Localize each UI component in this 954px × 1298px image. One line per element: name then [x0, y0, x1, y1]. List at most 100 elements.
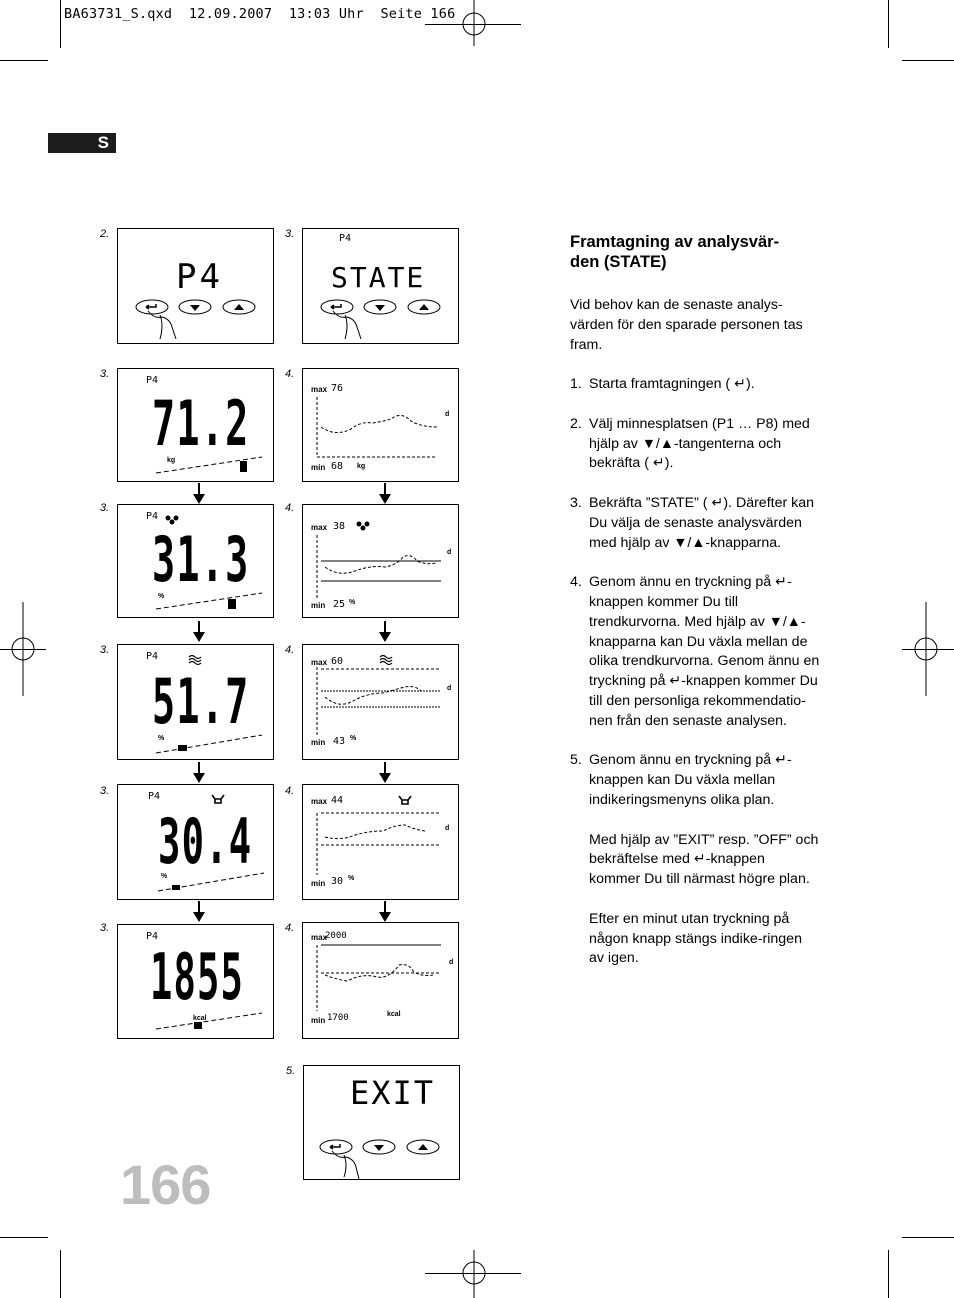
- value-panel-muscle: P4 30.4 %: [117, 784, 274, 900]
- memory-label: P4: [146, 375, 159, 386]
- fat-icon: [356, 521, 370, 531]
- trend-panel-water: max 60 min 43 % d: [302, 644, 459, 760]
- min-value: 68: [331, 461, 344, 472]
- unit-label: %: [348, 875, 355, 882]
- trend-curve: [316, 667, 441, 735]
- min-value: 1700: [327, 1013, 349, 1023]
- unit-label: %: [161, 873, 168, 880]
- measured-value: 31.3: [152, 523, 250, 596]
- max-label: max: [311, 523, 328, 532]
- trend-curve: [316, 535, 441, 599]
- value-panel-kcal: P4 1855 kcal: [117, 924, 274, 1039]
- extra-paragraph: Med hjälp av ”EXIT” resp. ”OFF” och bekr…: [589, 831, 819, 888]
- min-label: min: [311, 1016, 326, 1025]
- memory-label: P4: [339, 233, 352, 244]
- unit-label: kg: [167, 457, 176, 464]
- memory-label: P4: [146, 651, 159, 662]
- memory-label: P4: [146, 511, 159, 522]
- scale-buttons: [135, 299, 256, 340]
- max-label: max: [311, 385, 328, 394]
- language-tab: S: [48, 133, 116, 153]
- progress-indicator: [155, 456, 263, 474]
- unit-label: %: [349, 599, 356, 606]
- progress-indicator: [155, 734, 263, 754]
- measured-value: 1855: [150, 941, 245, 1015]
- trend-panel-weight: max 76 min 68 kg d: [302, 368, 459, 482]
- max-label: max: [311, 658, 328, 667]
- fat-icon: [165, 515, 179, 525]
- axis-label: d: [447, 549, 452, 556]
- list-item: 5.Genom ännu en tryckning på ↵-knappen k…: [570, 752, 792, 808]
- min-value: 43: [333, 736, 346, 747]
- display-panel-exit: EXIT: [303, 1065, 460, 1180]
- max-value: 2000: [325, 931, 347, 941]
- step-number: 4.: [285, 785, 295, 797]
- muscle-icon: [211, 794, 225, 804]
- display-panel-state: P4 STATE: [302, 228, 459, 344]
- trend-panel-fat: max 38 min 25 % d: [302, 504, 459, 618]
- min-label: min: [311, 601, 326, 610]
- axis-label: d: [445, 825, 450, 832]
- list-item: 4.Genom ännu en tryckning på ↵-knappen k…: [570, 574, 820, 729]
- step-number: 3.: [285, 228, 295, 240]
- step-number: 3.: [100, 785, 110, 797]
- heading-line-1: Framtagning av analysvär-: [570, 233, 780, 251]
- memory-label: P4: [148, 791, 161, 802]
- unit-label: %: [158, 735, 165, 742]
- memory-label: P4: [146, 931, 159, 942]
- measured-value: 30.4: [158, 805, 253, 878]
- step-number: 4.: [285, 502, 295, 514]
- min-label: min: [311, 738, 326, 747]
- step-number: 4.: [285, 922, 295, 934]
- trend-panel-muscle: max 44 min 30 % d: [302, 784, 459, 900]
- extra-paragraph: Efter en minut utan tryckning på någon k…: [589, 910, 802, 967]
- display-text: STATE: [331, 261, 426, 294]
- water-icon: [188, 654, 202, 666]
- display-text: EXIT: [350, 1074, 436, 1112]
- max-label: max: [311, 797, 328, 806]
- instructions-column: Framtagning av analysvär- den (STATE) Vi…: [570, 232, 820, 989]
- scale-buttons: [320, 299, 441, 340]
- unit-label: kg: [357, 463, 366, 470]
- display-text: P4: [176, 257, 223, 297]
- step-number: 2.: [100, 228, 110, 240]
- language-code: S: [97, 133, 109, 152]
- progress-indicator: [157, 872, 265, 892]
- step-number: 3.: [100, 502, 110, 514]
- trend-panel-kcal: max 2000 min 1700 kcal d: [302, 922, 459, 1039]
- unit-label: kcal: [387, 1011, 401, 1018]
- min-value: 30: [331, 876, 344, 887]
- value-panel-weight: P4 71.2 kg: [117, 368, 274, 482]
- intro-paragraph: Vid behov kan de senaste analys-värden f…: [570, 297, 803, 353]
- max-value: 38: [333, 521, 346, 532]
- trend-curve: [316, 397, 438, 458]
- step-number: 3.: [100, 922, 110, 934]
- water-icon: [379, 654, 393, 666]
- axis-label: d: [445, 411, 450, 418]
- unit-label: %: [158, 593, 165, 600]
- min-value: 25: [333, 599, 346, 610]
- heading-line-2: den (STATE): [570, 253, 667, 271]
- section-heading: Framtagning av analysvär- den (STATE): [570, 232, 820, 272]
- trend-curve: [316, 944, 441, 1011]
- list-item: 2.Välj minnesplatsen (P1 … P8) med hjälp…: [570, 415, 810, 472]
- max-label: max: [311, 933, 328, 942]
- trend-curve: [316, 812, 439, 875]
- axis-label: d: [447, 685, 452, 692]
- step-number: 5.: [286, 1065, 296, 1077]
- step-number: 4.: [285, 368, 295, 380]
- measured-value: 71.2: [152, 387, 250, 460]
- axis-label: d: [449, 959, 454, 966]
- unit-label: kcal: [193, 1015, 207, 1022]
- scale-buttons: [319, 1139, 440, 1180]
- unit-label: %: [350, 735, 357, 742]
- step-number: 3.: [100, 368, 110, 380]
- value-panel-water: P4 51.7 %: [117, 644, 274, 760]
- measured-value: 51.7: [152, 665, 250, 738]
- page-number: 166: [120, 1153, 211, 1216]
- max-value: 44: [331, 795, 344, 806]
- progress-indicator: [155, 592, 263, 610]
- list-item: 1.Starta framtagningen ( ↵).: [570, 376, 755, 393]
- muscle-icon: [398, 795, 412, 805]
